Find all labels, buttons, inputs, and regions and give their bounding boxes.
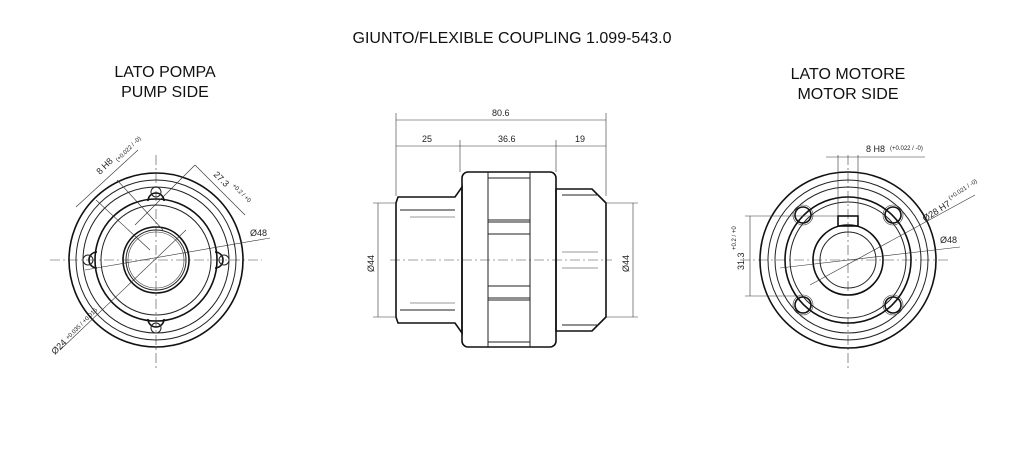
pump-side-view: 8 H8 (+0.022 / -0) 27.3 +0.2 / +0 Ø48 Ø2… — [49, 136, 271, 370]
right-diameter-dim: Ø44 — [621, 255, 631, 272]
coupling-side-view: 80.6 25 36.6 19 Ø44 Ø44 — [366, 108, 638, 348]
left-diameter-dim: Ø44 — [366, 255, 376, 272]
motor-keyway-dim: 8 H8 — [866, 144, 885, 154]
pump-key-depth-tol: +0.2 / +0 — [231, 183, 252, 204]
left-hub-length-dim: 25 — [422, 134, 432, 144]
pump-bore-dim: Ø24 — [49, 337, 68, 356]
center-body-length-dim: 36.6 — [498, 134, 516, 144]
pump-side-label-it: LATO POMPA — [114, 64, 216, 81]
pump-bore-tol: +0.035 / +0.015 — [65, 307, 99, 341]
pump-side-heading: LATO POMPA PUMP SIDE — [65, 63, 265, 103]
motor-keyway-tol: (+0.022 / -0) — [890, 146, 923, 152]
pump-lugs — [82, 186, 230, 334]
motor-side-heading: LATO MOTORE MOTOR SIDE — [748, 65, 948, 105]
pump-key-depth-dim: 27.3 — [212, 169, 231, 188]
pump-outer-diameter: Ø48 — [250, 228, 267, 238]
pump-keyway-dim: 8 H8 — [94, 156, 115, 177]
drawing-title: GIUNTO/FLEXIBLE COUPLING 1.099-543.0 — [352, 30, 672, 47]
motor-key-depth-tol: +0.2 / +0 — [732, 226, 738, 250]
overall-length-dim: 80.6 — [492, 108, 510, 118]
motor-bolt-holes — [792, 204, 904, 316]
motor-side-view: 8 H8 (+0.022 / -0) Ø28 H7 (+0.021 / -0) … — [732, 144, 979, 370]
motor-key-depth-dim: 31.3 — [736, 252, 746, 270]
motor-bore-dim: Ø28 H7 — [921, 198, 952, 223]
pump-side-label-en: PUMP SIDE — [121, 84, 209, 101]
motor-side-label-en: MOTOR SIDE — [797, 86, 899, 103]
pump-keyway-tol: (+0.022 / -0) — [115, 136, 142, 163]
motor-outer-diameter: Ø48 — [940, 235, 957, 245]
right-hub-length-dim: 19 — [575, 134, 585, 144]
motor-bore-tol: (+0.021 / -0) — [948, 179, 979, 202]
motor-side-label-it: LATO MOTORE — [790, 66, 906, 83]
